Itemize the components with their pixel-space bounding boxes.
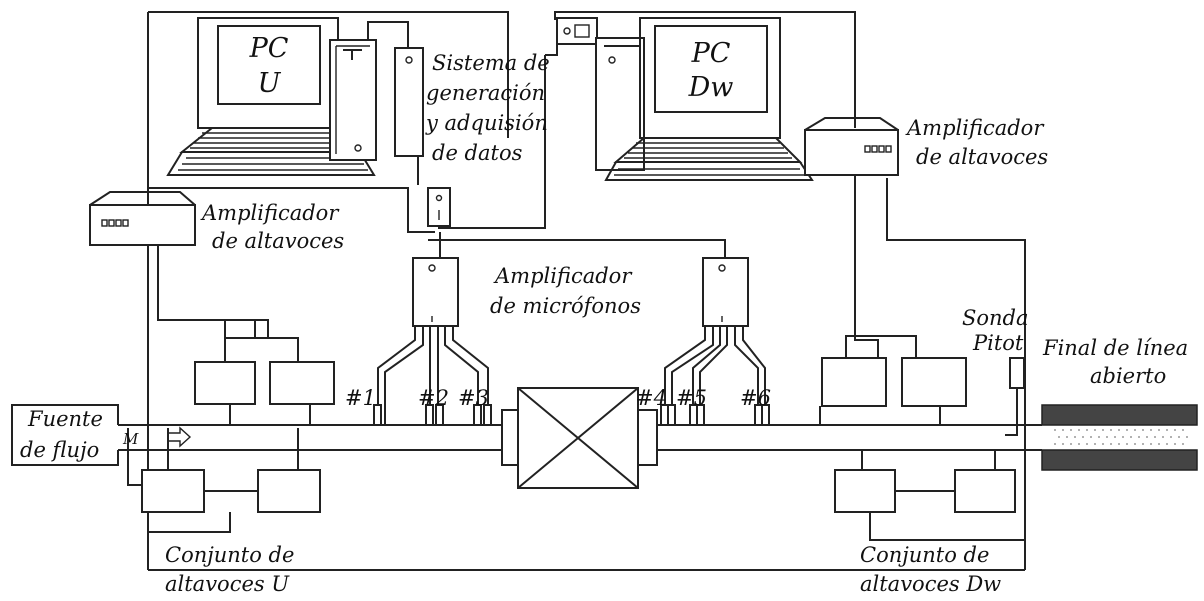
amp-left-label-line1: Amplificador <box>200 201 340 225</box>
speaker-set-labels: Conjunto de altavoces U Conjunto de alta… <box>165 543 1001 596</box>
microphone-labels: #1 #2 #3 #4 #5 #6 <box>345 386 771 410</box>
speakers-u-label-line2: altavoces U <box>165 572 290 596</box>
duct <box>11 387 1042 489</box>
speaker-set-dw <box>819 357 1025 541</box>
pc-u-label-line2: U <box>258 68 282 99</box>
mic-amplifier-label: Amplificador de micrófonos <box>490 264 641 318</box>
pitot-label-line2: Pitot <box>972 331 1024 355</box>
flow-arrow <box>167 426 192 448</box>
flow-source: Fuente de flujo M <box>20 407 139 462</box>
acquisition-label-line1: Sistema de <box>432 51 550 75</box>
mic-amp-label-line1: Amplificador <box>493 264 633 288</box>
speakers-dw-label-line1: Conjunto de <box>860 543 989 567</box>
pc-dw-label-line1: PC <box>691 38 731 69</box>
pitot-probe: Sonda Pitot <box>962 306 1029 436</box>
amp-right-label-line1: Amplificador <box>905 116 1045 140</box>
amp-right-label-line2: de altavoces <box>916 145 1048 169</box>
mic-amplifier-right <box>664 257 766 425</box>
speaker-amplifier-right: Amplificador de altavoces <box>804 116 1048 176</box>
acquisition-label-line4: de datos <box>432 141 523 165</box>
source-label-line2: de flujo <box>20 438 99 462</box>
pc-u-label-line1: PC <box>249 33 289 64</box>
speaker-set-u <box>141 320 335 533</box>
mic-label-3: #3 <box>458 386 489 410</box>
microphones <box>373 404 770 426</box>
mic-label-6: #6 <box>740 386 771 410</box>
line-end-label-line1: Final de línea <box>1042 336 1188 360</box>
mic-label-2: #2 <box>418 386 449 410</box>
speakers-dw-label-line2: altavoces Dw <box>860 572 1001 596</box>
mic-label-5: #5 <box>676 386 707 410</box>
mic-label-1: #1 <box>345 386 376 410</box>
amp-left-label-line2: de altavoces <box>212 229 344 253</box>
source-label-line1: Fuente <box>27 407 103 431</box>
acquisition-label-line2: generación <box>426 81 545 105</box>
acquisition-label-line3: y adquisión <box>425 111 548 135</box>
tower-pc-u <box>329 39 377 161</box>
pc-dw: PC Dw <box>556 17 814 181</box>
mic-label-4: #4 <box>636 386 667 410</box>
speakers-u-label-line1: Conjunto de <box>165 543 294 567</box>
mic-amp-label-line2: de micrófonos <box>490 294 641 318</box>
line-end-label-line2: abierto <box>1090 364 1166 388</box>
acquisition-unit: Sistema de generación y adquisión de dat… <box>367 21 550 227</box>
open-line-end: Final de línea abierto <box>1041 336 1198 471</box>
pitot-label-line1: Sonda <box>962 306 1029 330</box>
flow-marker-label: M <box>122 430 139 448</box>
pc-dw-label-line2: Dw <box>688 72 734 103</box>
speaker-amplifier-left: Amplificador de altavoces <box>89 191 344 253</box>
